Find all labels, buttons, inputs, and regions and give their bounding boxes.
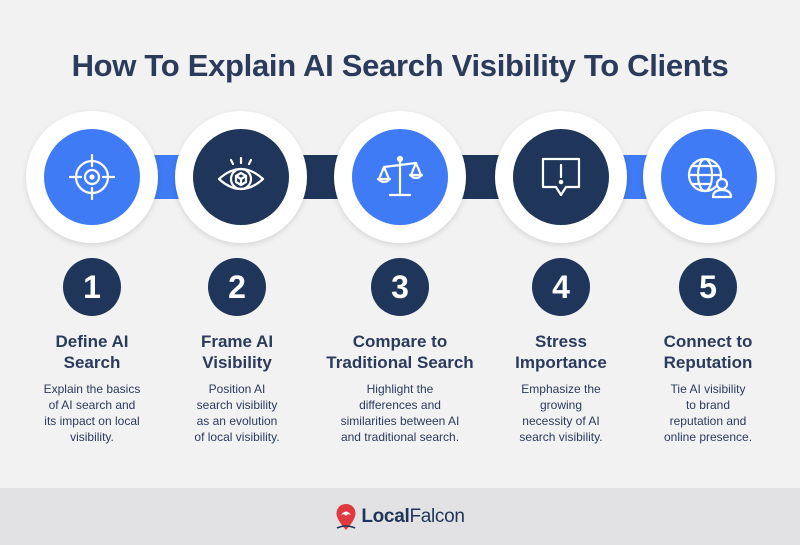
logo-text: LocalFalcon <box>361 505 465 527</box>
target-icon <box>68 153 116 201</box>
page-title: How To Explain AI Search Visibility To C… <box>71 48 729 83</box>
footer: LocalFalcon <box>0 488 800 545</box>
map-pin-icon <box>336 503 356 530</box>
scale-icon <box>376 155 424 197</box>
step-number: 2 <box>208 258 266 316</box>
icon-circle-4 <box>495 111 627 243</box>
icon-circle-2 <box>175 111 307 243</box>
alert-icon <box>541 157 581 197</box>
brand-logo: LocalFalcon <box>335 503 465 531</box>
globe-user-icon <box>687 157 733 199</box>
icon-circle-3 <box>334 111 466 243</box>
step-number: 4 <box>532 258 590 316</box>
step-number: 1 <box>63 258 121 316</box>
icon-circle-1 <box>26 111 158 243</box>
eye-icon <box>217 156 265 191</box>
step-number: 5 <box>679 258 737 316</box>
step-number: 3 <box>371 258 429 316</box>
icon-circle-5 <box>643 111 775 243</box>
